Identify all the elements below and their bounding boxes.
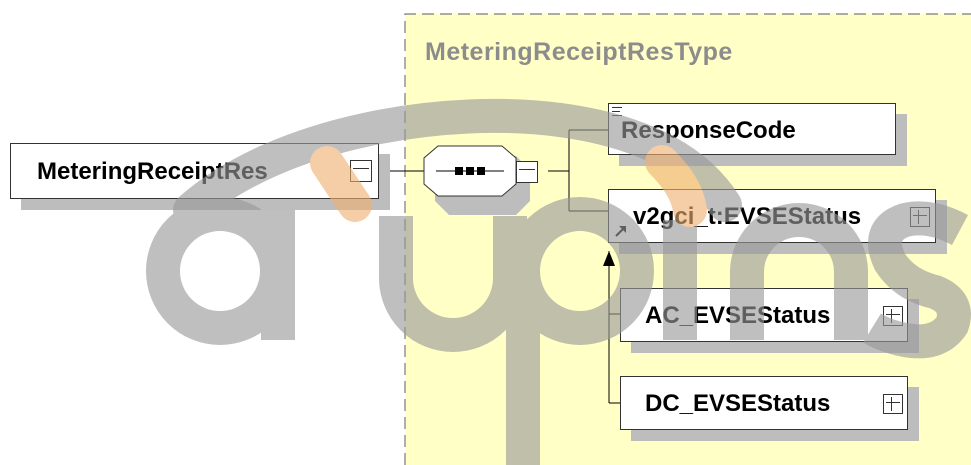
element-node-response-code[interactable]: ResponseCode <box>608 103 896 155</box>
evse-status-expand-toggle[interactable] <box>910 207 930 227</box>
dc-evse-status-expand-toggle[interactable] <box>883 394 903 414</box>
element-label-ac-evse-status: AC_EVSEStatus <box>645 302 831 329</box>
element-node-ac-evse-status[interactable]: AC_EVSEStatus <box>620 288 908 342</box>
element-node-evse-status[interactable]: v2gci_t:EVSEStatus <box>608 189 936 243</box>
complex-type-title: MeteringReceiptResType <box>425 38 733 66</box>
root-element-collapse-toggle[interactable] <box>350 160 372 182</box>
reference-arrow-icon <box>615 226 626 237</box>
ac-evse-status-expand-toggle[interactable] <box>883 306 903 326</box>
element-label-evse-status: v2gci_t:EVSEStatus <box>633 203 862 230</box>
element-label-dc-evse-status: DC_EVSEStatus <box>645 390 831 417</box>
root-element-label: MeteringReceiptRes <box>37 158 268 185</box>
root-element-node[interactable]: MeteringReceiptRes <box>10 143 379 199</box>
compositor-collapse-toggle[interactable] <box>516 161 538 183</box>
simple-type-icon <box>612 107 626 117</box>
element-node-dc-evse-status[interactable]: DC_EVSEStatus <box>620 376 908 430</box>
element-label-response-code: ResponseCode <box>621 117 796 144</box>
